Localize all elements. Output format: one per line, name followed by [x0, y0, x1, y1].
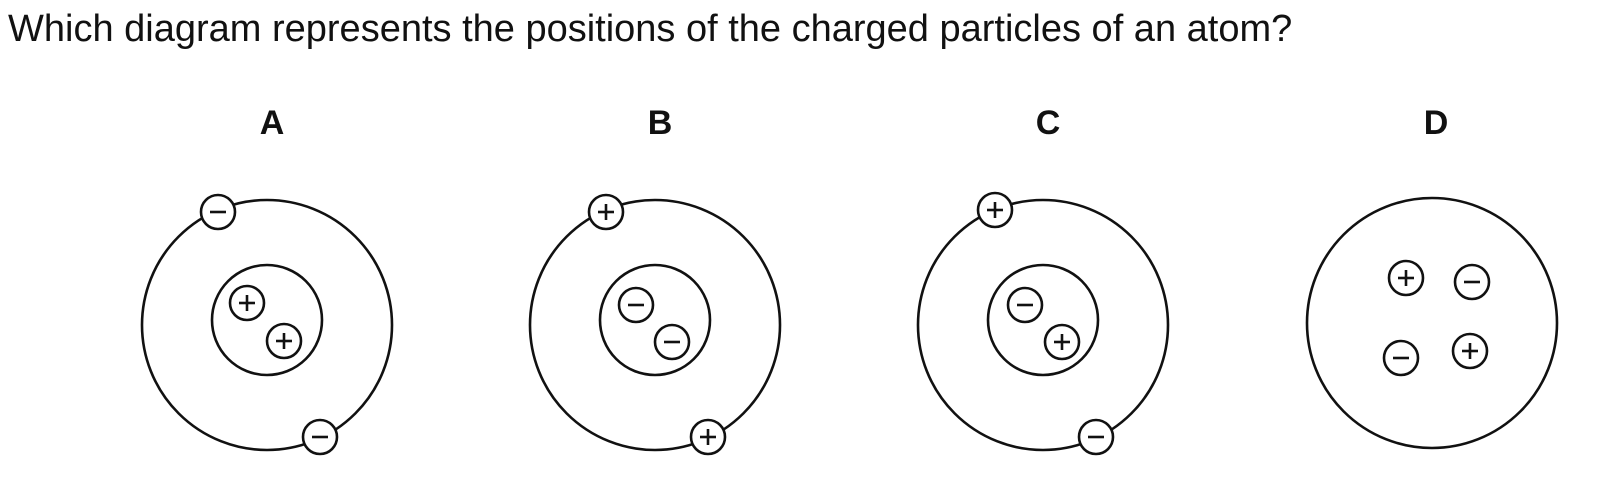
option-a-label: A	[260, 104, 285, 142]
outer-orbit	[140, 198, 394, 452]
outer-orbit	[916, 198, 1170, 452]
particle-negative	[1382, 339, 1420, 377]
nucleus-particle-negative	[653, 323, 691, 361]
particle-positive	[1451, 332, 1489, 370]
orbit-particle-positive	[587, 193, 625, 231]
nucleus	[598, 263, 712, 377]
atom-sphere	[1305, 196, 1559, 450]
option-b-label: B	[648, 104, 673, 142]
particle-negative	[1453, 263, 1491, 301]
question-text: Which diagram represents the positions o…	[8, 8, 1293, 50]
orbit-particle-negative	[301, 418, 339, 456]
nucleus-particle-positive	[1043, 323, 1081, 361]
nucleus-particle-negative	[1006, 286, 1044, 324]
particle-positive	[1387, 259, 1425, 297]
nucleus	[210, 263, 324, 377]
orbit-particle-negative	[1077, 418, 1115, 456]
option-c-diagram: C	[916, 104, 1170, 456]
nucleus-particle-positive	[228, 284, 266, 322]
option-d-diagram: D	[1305, 104, 1559, 450]
option-b-diagram: B	[528, 104, 782, 456]
outer-orbit	[528, 198, 782, 452]
orbit-particle-positive	[976, 191, 1014, 229]
nucleus	[986, 263, 1100, 377]
orbit-particle-positive	[689, 418, 727, 456]
option-d-label: D	[1424, 104, 1449, 142]
option-a-diagram: A	[140, 104, 394, 456]
option-c-label: C	[1036, 104, 1061, 142]
orbit-particle-negative	[199, 193, 237, 231]
nucleus-particle-positive	[265, 322, 303, 360]
nucleus-particle-negative	[617, 286, 655, 324]
